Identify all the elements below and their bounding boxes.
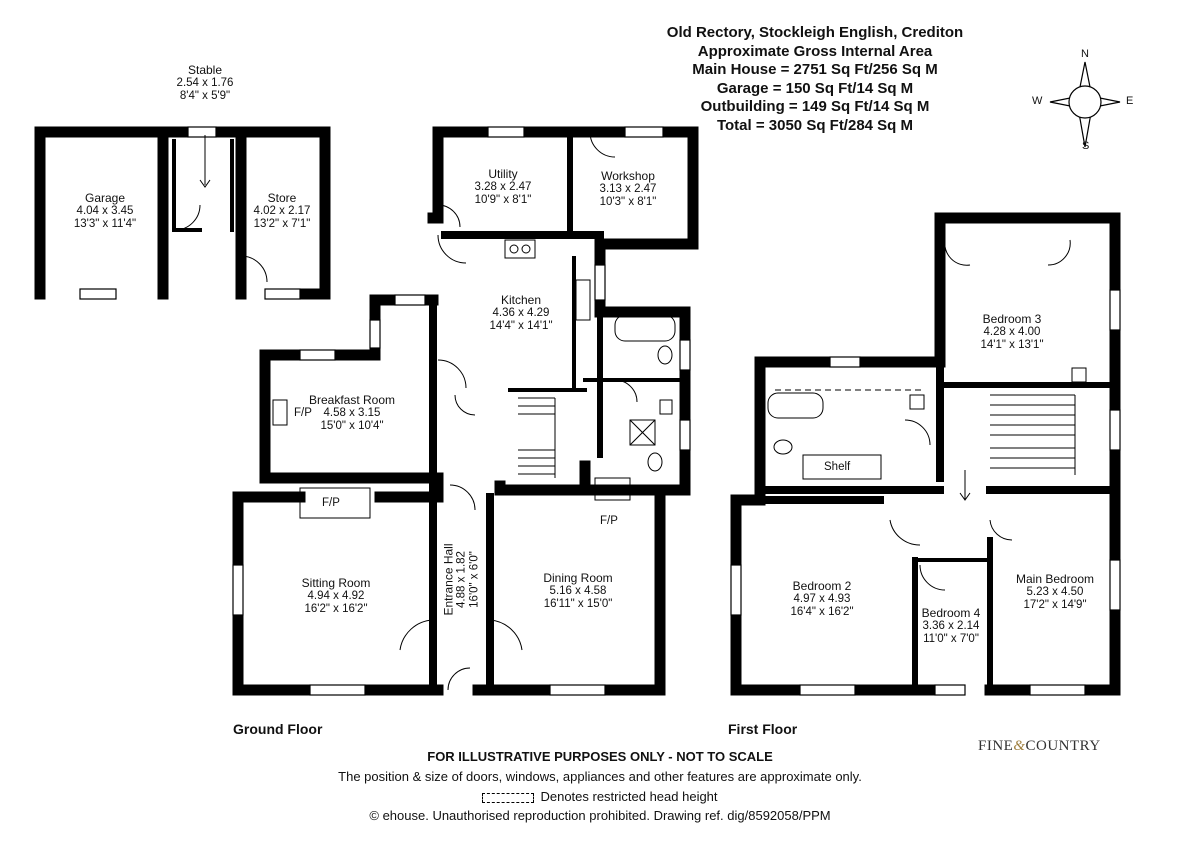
fireplace-label-breakfast: F/P bbox=[294, 407, 312, 419]
ground-floor-label: Ground Floor bbox=[233, 721, 323, 737]
store-walls bbox=[235, 126, 331, 300]
area-heading: Approximate Gross Internal Area bbox=[697, 42, 933, 60]
total-area: Total = 3050 Sq Ft/284 Sq M bbox=[716, 116, 914, 134]
main-house-area: Main House = 2751 Sq Ft/256 Sq M bbox=[692, 61, 938, 78]
stairs-first bbox=[990, 394, 1076, 475]
compass-west: W bbox=[1032, 95, 1043, 107]
compass-rose bbox=[1049, 61, 1121, 148]
bath-first bbox=[767, 392, 824, 419]
compass-north: N bbox=[1081, 48, 1089, 60]
stairs-ground bbox=[518, 397, 556, 478]
kitchen-sink bbox=[575, 279, 591, 321]
garage-area: Garage = 150 Sq Ft/14 Sq M bbox=[716, 79, 914, 97]
outbuilding-area: Outbuilding = 149 Sq Ft/14 Sq M bbox=[700, 98, 930, 115]
fp-sitting bbox=[299, 487, 371, 519]
bath-ground bbox=[614, 314, 676, 342]
fine-and-country-logo: FINE&COUNTRY bbox=[978, 738, 1101, 754]
property-name: Old Rectory, Stockleigh English, Credito… bbox=[666, 24, 964, 41]
garage-walls bbox=[34, 126, 169, 300]
fireplace-label-sitting: F/P bbox=[322, 497, 340, 509]
first-floor-label: First Floor bbox=[728, 721, 798, 737]
plan-title-block: Old Rectory, Stockleigh English, Credito… bbox=[600, 24, 1030, 135]
shelf-label: Shelf bbox=[824, 461, 851, 473]
fireplace-label-dining: F/P bbox=[600, 515, 618, 527]
hob bbox=[504, 239, 536, 259]
disclaimer-heading: FOR ILLUSTRATIVE PURPOSES ONLY - NOT TO … bbox=[427, 749, 773, 764]
dashed-legend-swatch bbox=[482, 792, 535, 803]
compass-east: E bbox=[1126, 95, 1134, 107]
shower bbox=[629, 419, 656, 446]
shelf-box bbox=[802, 454, 882, 480]
disclaimer-text: The position & size of doors, windows, a… bbox=[338, 769, 862, 784]
fp-dining bbox=[594, 477, 631, 501]
compass-south: S bbox=[1082, 140, 1090, 152]
copyright-text: © ehouse. Unauthorised reproduction proh… bbox=[369, 808, 831, 823]
restricted-height-legend: Denotes restricted head height bbox=[200, 789, 1000, 804]
